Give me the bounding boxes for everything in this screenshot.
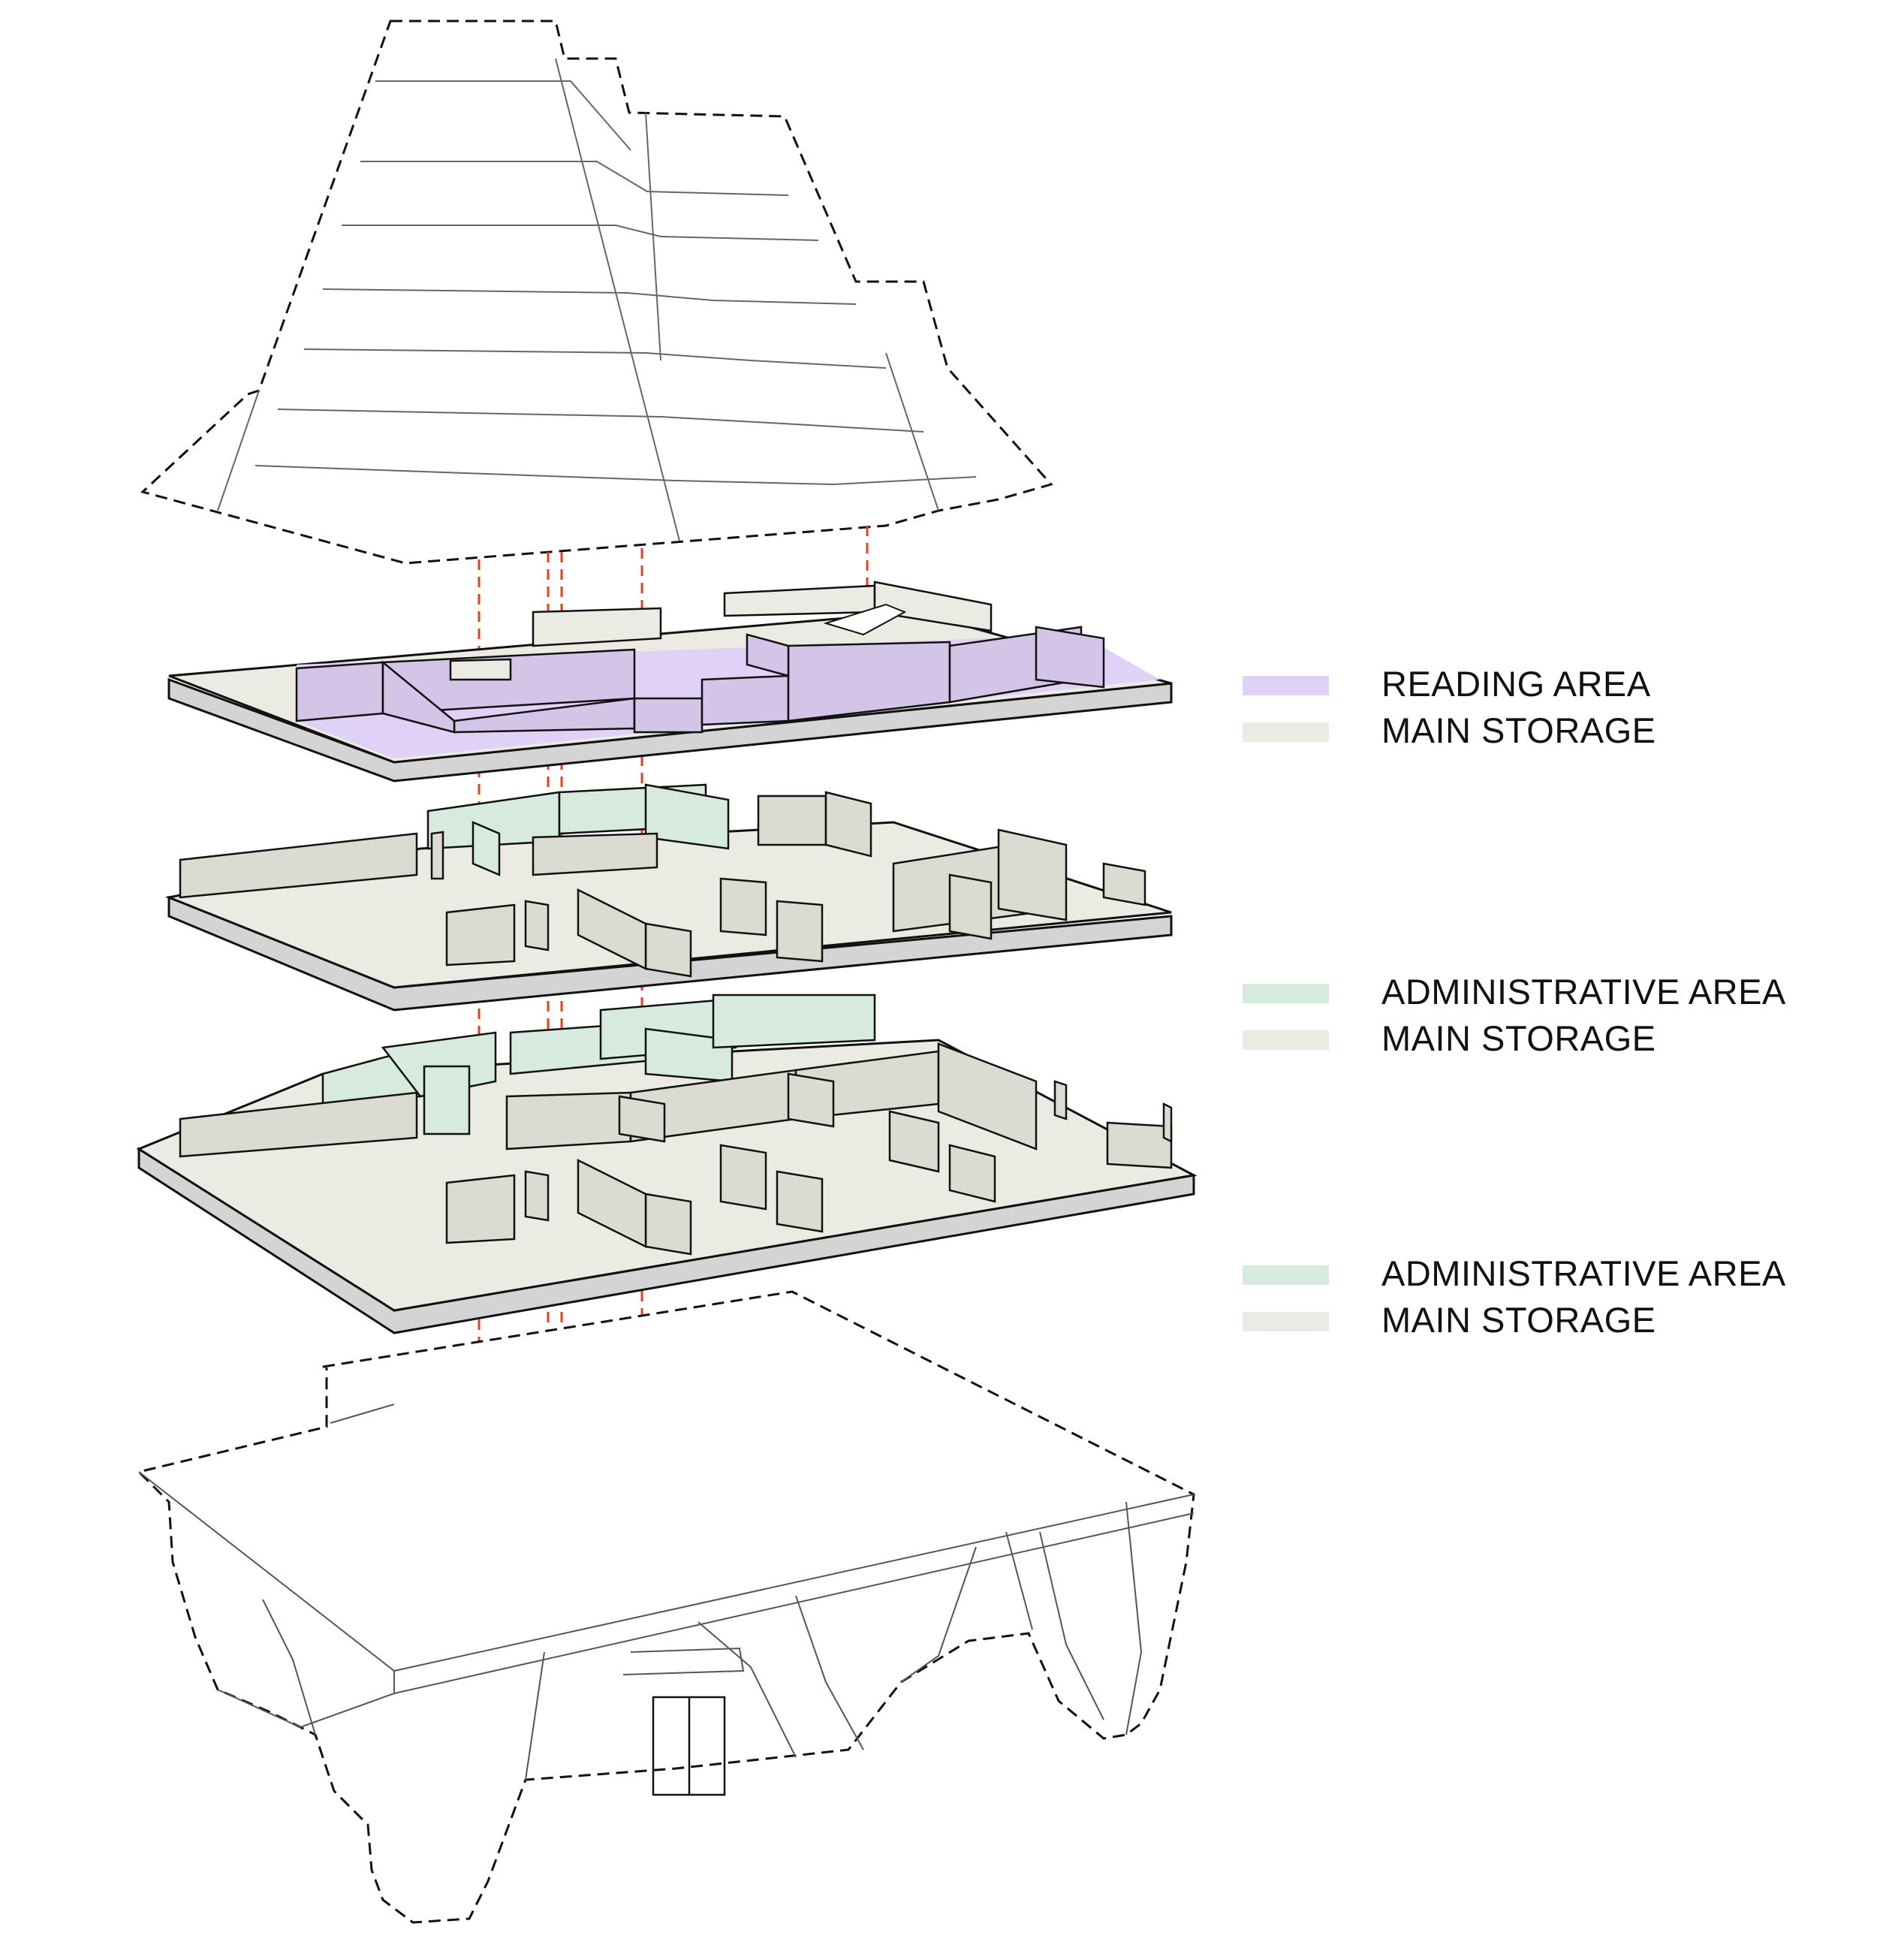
level-2-floor [164,783,1173,1012]
top-mass-tiers [217,58,977,541]
swatch-administrative-area [1243,1265,1329,1285]
entrance-door [652,1696,726,1796]
legend-label: ADMINISTRATIVE AREA [1381,1253,1786,1293]
level-3-reading-floor [167,580,1173,782]
top-stepped-mass [140,20,1053,565]
legend-label: MAIN STORAGE [1381,710,1656,750]
legend-label: ADMINISTRATIVE AREA [1381,972,1786,1012]
level-1-floor [136,994,1198,1334]
swatch-main-storage [1243,1312,1329,1331]
swatch-administrative-area [1243,984,1329,1003]
legend-label: READING AREA [1381,664,1651,704]
base-podium [137,1290,1195,1924]
base-edges [138,1404,1195,1781]
base-outline [137,1290,1195,1924]
storage-walls-level-1 [179,1042,1173,1256]
admin-walls [321,994,876,1135]
legend-label: MAIN STORAGE [1381,1018,1656,1058]
reading-walls [295,626,1105,734]
stair-icon [823,603,907,636]
swatch-main-storage [1243,1030,1329,1050]
storage-walls-level-2 [179,791,1146,978]
swatch-main-storage [1243,722,1329,742]
legend-label: MAIN STORAGE [1381,1300,1656,1340]
reading-back-walls [449,580,993,681]
swatch-reading-area [1243,676,1329,695]
admin-walls [426,783,730,876]
